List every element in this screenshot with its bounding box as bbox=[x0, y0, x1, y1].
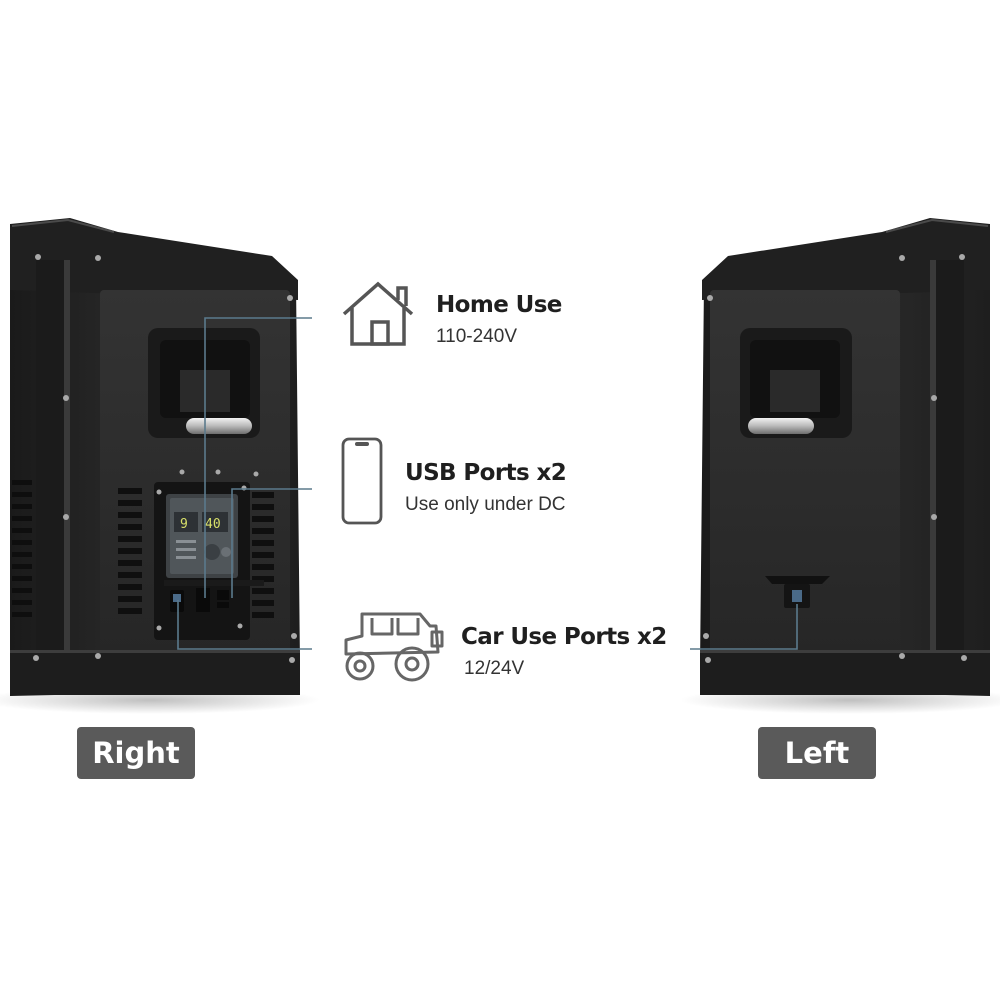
smartphone-icon bbox=[341, 437, 383, 525]
callout-line-usb bbox=[231, 488, 312, 598]
feature-title: Car Use Ports x2 bbox=[461, 624, 667, 650]
view-label-right: Right bbox=[77, 727, 195, 779]
callout-lines bbox=[177, 317, 798, 650]
callout-line-home bbox=[204, 317, 312, 598]
feature-subtitle: 12/24V bbox=[464, 658, 525, 679]
feature-subtitle: Use only under DC bbox=[405, 494, 566, 515]
right-side-unit: 9 40 bbox=[0, 218, 320, 714]
view-label-left: Left bbox=[758, 727, 876, 779]
display-left-digit: 9 bbox=[180, 517, 188, 532]
feature-title: Home Use bbox=[436, 292, 562, 318]
display-right-digits: 40 bbox=[205, 517, 221, 532]
callout-line-car-left bbox=[690, 604, 798, 650]
house-icon bbox=[342, 281, 414, 346]
off-road-vehicle-icon bbox=[344, 612, 444, 682]
feature-subtitle: 110-240V bbox=[436, 326, 517, 347]
left-side-unit bbox=[680, 218, 1000, 714]
feature-home-use: Home Use 110-240V bbox=[436, 294, 562, 348]
feature-usb-ports: USB Ports x2 Use only under DC bbox=[405, 460, 567, 516]
feature-title: USB Ports x2 bbox=[405, 460, 567, 486]
feature-car-use-ports: Car Use Ports x2 12/24V bbox=[461, 626, 667, 680]
callout-line-car-right bbox=[177, 600, 312, 650]
